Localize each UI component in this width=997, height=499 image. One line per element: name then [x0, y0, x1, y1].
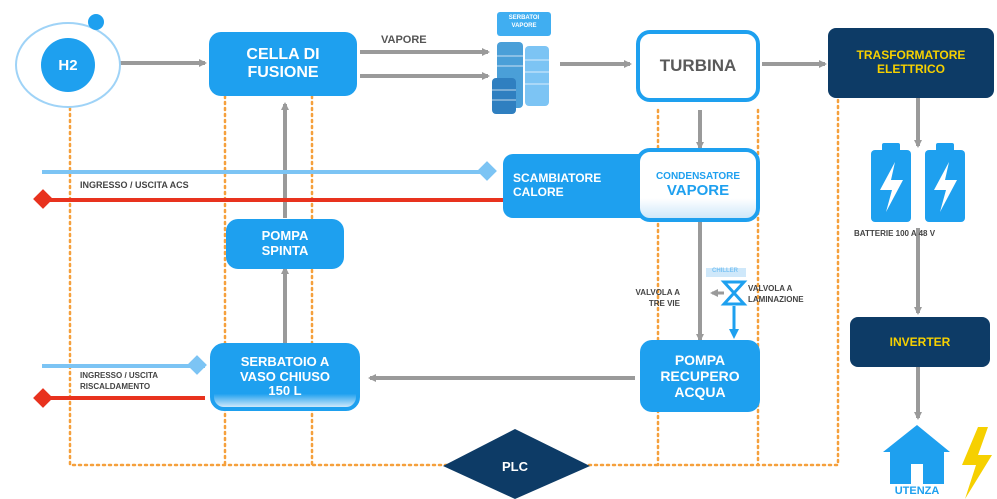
plc-label: PLC	[502, 458, 528, 474]
cella-line2: FUSIONE	[247, 64, 319, 81]
inverter-box: INVERTER	[850, 317, 990, 367]
line-end-markers	[33, 161, 497, 408]
serbatoio-line3: 150 L	[268, 383, 302, 399]
pompa-recupero-line3: ACQUA	[674, 384, 726, 401]
h2-label: H2	[58, 56, 78, 74]
serbatoio-line1: SERBATOIO A	[240, 353, 330, 369]
pompa-recupero-line2: RECUPERO	[660, 367, 740, 384]
condensatore-line2: VAPORE	[666, 182, 730, 200]
trasformatore-line2: ELETTRICO	[876, 62, 945, 76]
batterie-label: BATTERIE 100 A 48 V	[854, 229, 936, 238]
h2-atom-icon	[15, 14, 121, 108]
cella-line1: CELLA DI	[246, 45, 320, 63]
riscaldamento-line2: RISCALDAMENTO	[80, 381, 151, 391]
serbatoi-line2: VAPORE	[511, 22, 537, 29]
valve-icon	[706, 268, 748, 339]
steam-tanks-icon	[492, 12, 551, 114]
turbina-box: TURBINA	[636, 30, 760, 102]
trasformatore-line1: TRASFORMATORE	[856, 48, 966, 63]
water-lines	[42, 170, 505, 400]
pompa-spinta-line1: POMPA	[261, 228, 309, 244]
condensatore-line1: CONDENSATORE	[655, 170, 741, 182]
scambiatore-line1: SCAMBIATORE	[513, 171, 602, 186]
valvola-lam-line1: VALVOLA A	[748, 284, 793, 293]
serbatoio-line2: VASO CHIUSO	[239, 368, 331, 384]
valvola-lam-line2: LAMINAZIONE	[748, 294, 804, 304]
acs-label: INGRESSO / USCITA ACS	[80, 180, 189, 190]
house-icon	[883, 425, 950, 484]
serbatoi-line1: SERBATOI	[508, 15, 540, 21]
pompa-recupero-line1: POMPA	[674, 351, 726, 368]
utenza-label: UTENZA	[894, 485, 940, 497]
battery-icon	[871, 143, 965, 222]
pompa-spinta-line2: SPINTA	[261, 243, 309, 258]
lightning-icon	[962, 427, 992, 499]
valvola-tre-vie-line2: TRE VIE	[648, 298, 680, 308]
chiller-label: CHILLER	[712, 268, 738, 274]
vapore-label: VAPORE	[381, 34, 427, 46]
plc-diamond	[443, 429, 590, 499]
scambiatore-line2: CALORE	[513, 185, 564, 199]
riscaldamento-line1: INGRESSO / USCITA	[80, 371, 159, 380]
valvola-tre-vie-line1: VALVOLA A	[635, 288, 680, 297]
